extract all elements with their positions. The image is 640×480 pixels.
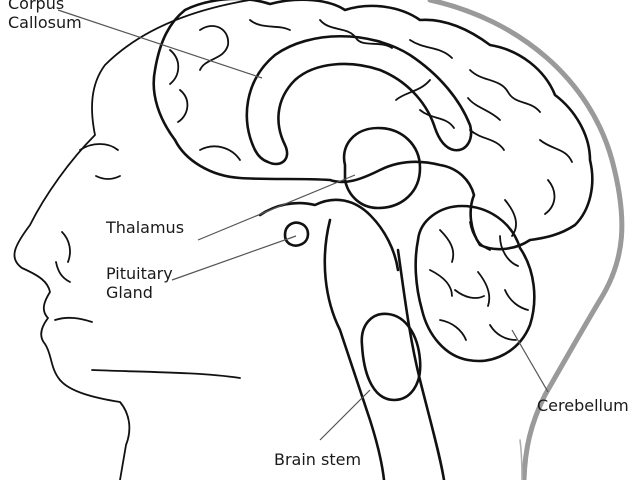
label-cerebellum: Cerebellum <box>537 396 629 415</box>
back-of-head-outline <box>427 0 625 480</box>
midbrain-outline <box>258 198 400 272</box>
label-corpus-callosum: Corpus Callosum <box>8 0 82 32</box>
label-pituitary-gland-line1: Pituitary <box>106 264 173 283</box>
label-corpus-callosum-line2: Callosum <box>8 13 82 32</box>
label-brain-stem: Brain stem <box>274 450 362 469</box>
cerebellum-leader <box>511 329 549 393</box>
mouth-outline <box>54 316 93 323</box>
corpus-callosum-leader <box>57 9 263 79</box>
thalamus-leader <box>197 174 356 241</box>
cerebellum-shape <box>414 204 536 363</box>
label-pituitary-gland: Pituitary Gland <box>106 264 173 302</box>
brain-stem-outline-right <box>396 248 446 480</box>
brain-stem-outline <box>323 218 386 480</box>
pons-shape <box>360 312 422 402</box>
label-pituitary-gland-line2: Gland <box>106 283 153 302</box>
thalamus-shape <box>342 126 422 210</box>
pituitary-gland-shape <box>283 221 310 247</box>
label-corpus-callosum-line1: Corpus <box>8 0 65 13</box>
cerebrum-outline <box>152 0 594 251</box>
label-thalamus: Thalamus <box>106 218 185 237</box>
cerebellum-folds <box>429 221 529 341</box>
neck-back-outline <box>519 439 523 480</box>
corpus-callosum-shape <box>245 35 473 166</box>
pituitary-gland-leader <box>171 235 297 281</box>
eye-outline <box>79 143 121 180</box>
brain-stem-leader <box>319 389 371 441</box>
face-profile-outline <box>13 0 251 480</box>
jaw-outline <box>91 369 241 379</box>
nostril-outline <box>55 231 71 283</box>
